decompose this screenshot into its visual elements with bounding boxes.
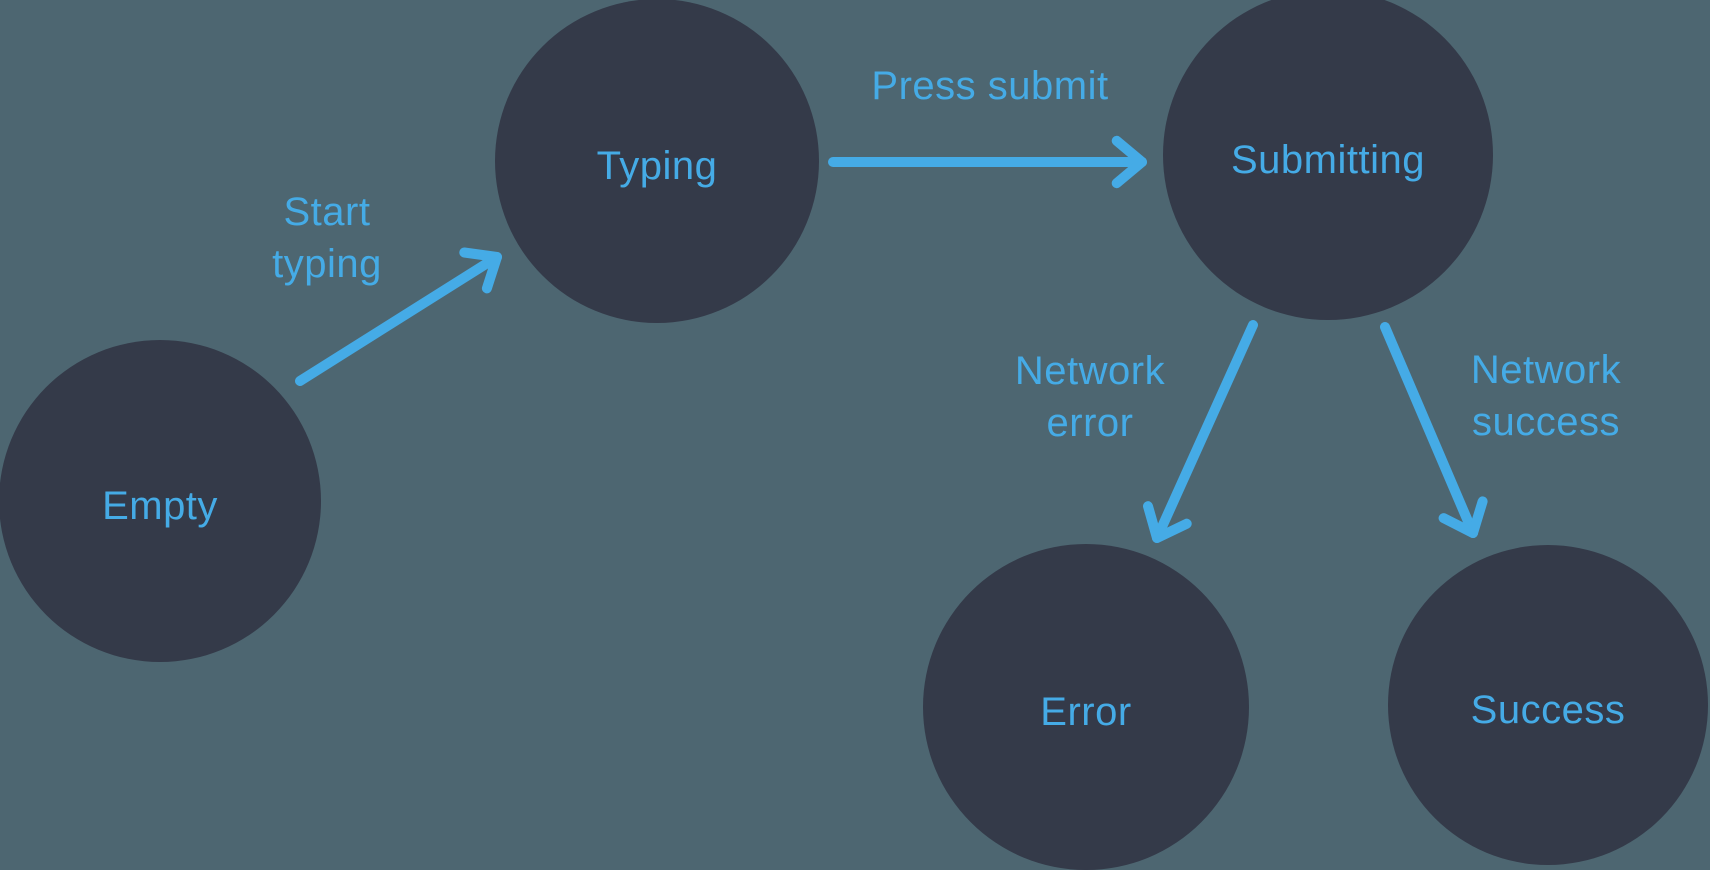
edge-label-line: Start bbox=[283, 190, 371, 234]
node-submitting: Submitting bbox=[1163, 0, 1493, 320]
edge-label-network-success: Network success bbox=[1471, 344, 1621, 448]
edge-label-line: typing bbox=[272, 242, 382, 286]
edge-label-start-typing: Start typing bbox=[272, 186, 382, 290]
node-error: Error bbox=[923, 544, 1249, 870]
edge-label-line: Network bbox=[1470, 348, 1622, 392]
node-empty: Empty bbox=[0, 340, 321, 662]
edge-label-network-error: Network error bbox=[1015, 345, 1165, 449]
edge-arrowhead-network-success bbox=[1438, 496, 1488, 538]
node-label-submitting: Submitting bbox=[1231, 137, 1425, 182]
edge-arrowhead-start-typing bbox=[459, 247, 502, 294]
node-success: Success bbox=[1388, 545, 1708, 865]
edge-label-line: Network bbox=[1014, 349, 1166, 393]
edge-label-press-submit: Press submit bbox=[871, 60, 1108, 112]
edge-label-line: success bbox=[1471, 400, 1620, 444]
edge-line-network-success bbox=[1380, 322, 1478, 538]
node-typing: Typing bbox=[495, 0, 819, 323]
edge-label-line: error bbox=[1046, 401, 1134, 445]
edge-label-line: Press submit bbox=[871, 64, 1109, 108]
node-label-empty: Empty bbox=[102, 483, 218, 528]
node-label-typing: Typing bbox=[596, 143, 718, 188]
edge-arrowhead-press-submit bbox=[1111, 135, 1147, 189]
edge-line-network-error bbox=[1152, 320, 1258, 543]
node-label-error: Error bbox=[1040, 689, 1132, 734]
edge-arrowhead-network-error bbox=[1143, 501, 1192, 543]
node-label-success: Success bbox=[1470, 687, 1626, 732]
